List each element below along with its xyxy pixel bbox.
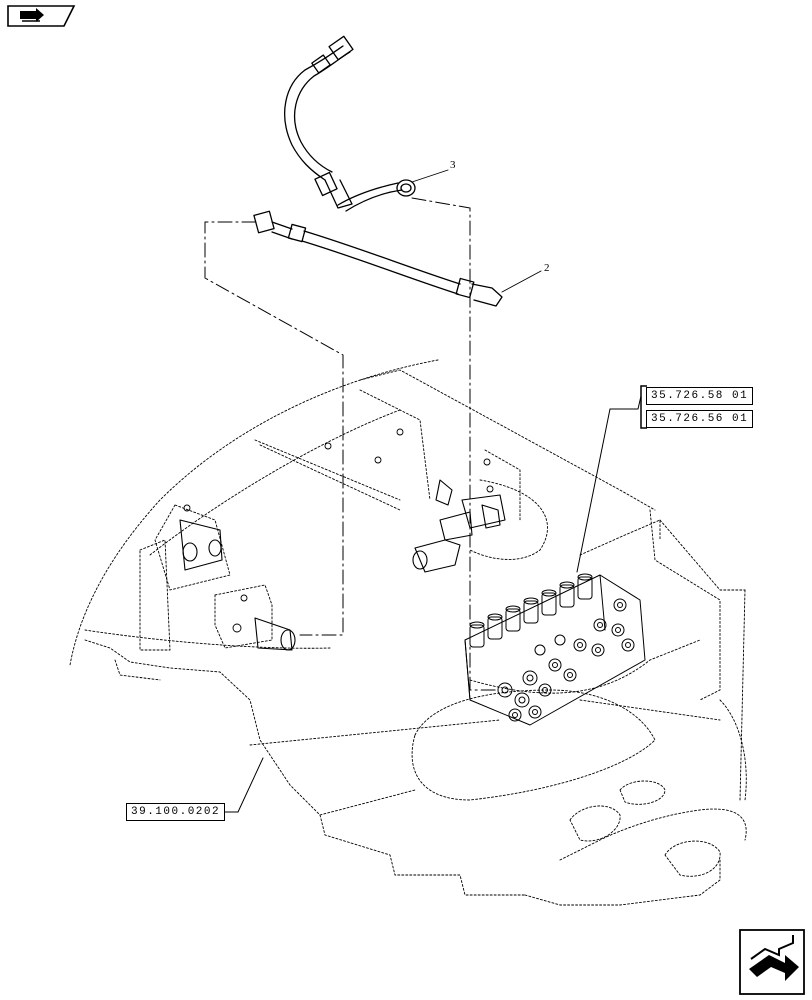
control-valve-block <box>464 573 646 726</box>
navigation-arrow-icon[interactable] <box>739 929 805 995</box>
callout-item-3: 3 <box>450 159 456 171</box>
reference-box-39-100-0202[interactable]: 39.100.0202 <box>126 803 226 821</box>
hose-2 <box>253 210 503 307</box>
hose-3 <box>284 35 416 212</box>
reference-box-35-726-56[interactable]: 35.726.56 01 <box>646 410 754 428</box>
book-arrow-icon[interactable] <box>6 4 76 28</box>
callout-item-2: 2 <box>544 262 550 274</box>
reference-box-35-726-58[interactable]: 35.726.58 01 <box>646 387 754 405</box>
